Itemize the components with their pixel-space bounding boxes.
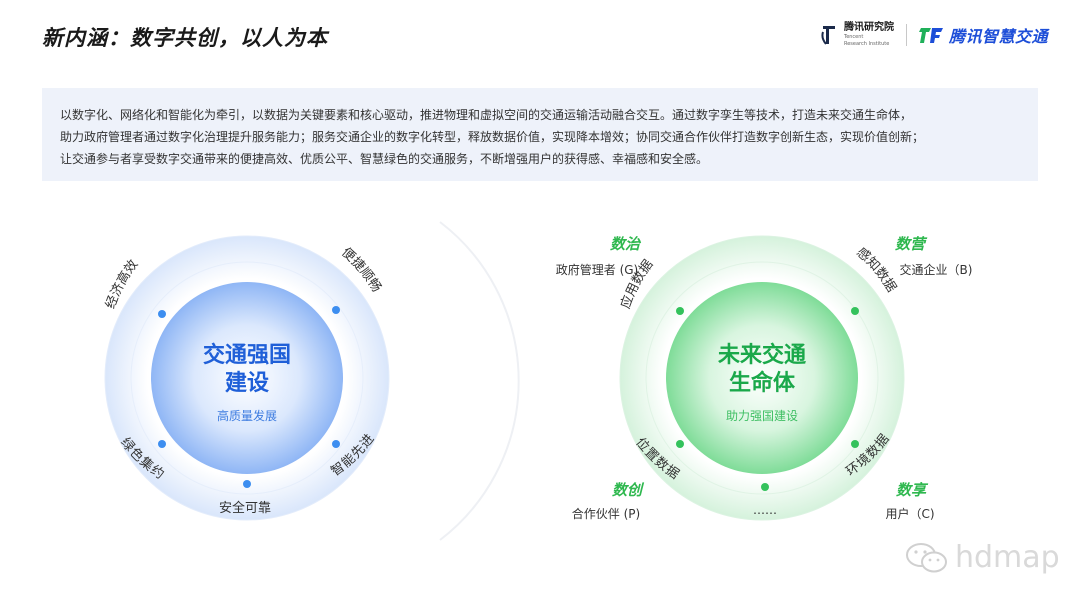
corner-head-user: 数享	[896, 481, 929, 499]
smart-traffic-mark-icon	[918, 25, 943, 45]
left-dot-4	[332, 440, 340, 448]
intro-line-2: 助力政府管理者通过数字化治理提升服务能力；服务交通企业的数字化转型，释放数据价值…	[60, 130, 925, 144]
right-circle: 未来交通 生命体 助力强国建设 应用数据 感知数据 位置数据 环境数据 …… 数…	[556, 235, 973, 521]
tencent-research-cn: 腾讯研究院	[843, 21, 894, 33]
tencent-research-mark-icon	[820, 24, 838, 46]
smart-traffic-logo-text: 腾讯智慧交通	[948, 27, 1048, 46]
intro-box: 以数字化、网络化和智能化为牵引，以数据为关键要素和核心驱动，推进物理和虚拟空间的…	[42, 88, 1038, 181]
intro-line-1: 以数字化、网络化和智能化为牵引，以数据为关键要素和核心驱动，推进物理和虚拟空间的…	[60, 108, 913, 122]
right-core-subtitle: 助力强国建设	[726, 409, 798, 423]
tencent-research-en-2: Research Institute	[843, 41, 890, 47]
tencent-smart-traffic-logo: 腾讯智慧交通	[918, 23, 1048, 47]
watermark: hdmap	[905, 540, 1060, 575]
right-core-title-2: 生命体	[729, 370, 796, 396]
left-core-title-2: 建设	[225, 371, 269, 396]
right-dot-4	[851, 440, 859, 448]
corner-head-partner: 数创	[612, 481, 645, 499]
right-dot-3	[676, 440, 684, 448]
left-dot-3	[158, 440, 166, 448]
left-ring-label-5: 安全可靠	[219, 500, 271, 516]
left-dot-1	[158, 310, 166, 318]
left-dot-2	[332, 306, 340, 314]
background-arc	[439, 221, 520, 541]
corner-sub-gov: 政府管理者 (G)	[556, 262, 638, 277]
right-dot-1	[676, 307, 684, 315]
header-logos: 腾讯研究院 Tencent Research Institute 腾讯智慧交通	[820, 22, 1048, 48]
corner-sub-user: 用户（C)	[885, 506, 934, 521]
corner-sub-partner: 合作伙伴 (P)	[572, 506, 640, 521]
left-core-subtitle: 高质量发展	[217, 408, 277, 423]
wechat-icon	[906, 542, 947, 572]
left-dot-5	[243, 480, 251, 488]
right-ring-label-5: ……	[753, 503, 777, 517]
left-core-title-1: 交通强国	[203, 342, 291, 368]
corner-sub-biz: 交通企业（B)	[900, 262, 973, 277]
corner-head-gov: 数治	[610, 235, 642, 253]
tencent-research-en-1: Tencent	[843, 33, 864, 40]
intro-line-3: 让交通参与者享受数字交通带来的便捷高效、优质公平、智慧绿色的交通服务，不断增强用…	[60, 152, 709, 166]
right-core-title-1: 未来交通	[718, 342, 806, 368]
right-dot-2	[851, 307, 859, 315]
logo-divider	[905, 24, 907, 46]
corner-head-biz: 数营	[895, 235, 928, 253]
right-dot-5	[761, 483, 769, 491]
page-title: 新内涵：数字共创，以人为本	[42, 26, 328, 50]
tencent-research-logo: 腾讯研究院 Tencent Research Institute	[820, 21, 894, 48]
watermark-text: hdmap	[955, 540, 1060, 575]
left-circle: 交通强国 建设 高质量发展 经济高效 便捷顺畅 绿色集约 智能先进 安全可靠	[103, 235, 390, 521]
